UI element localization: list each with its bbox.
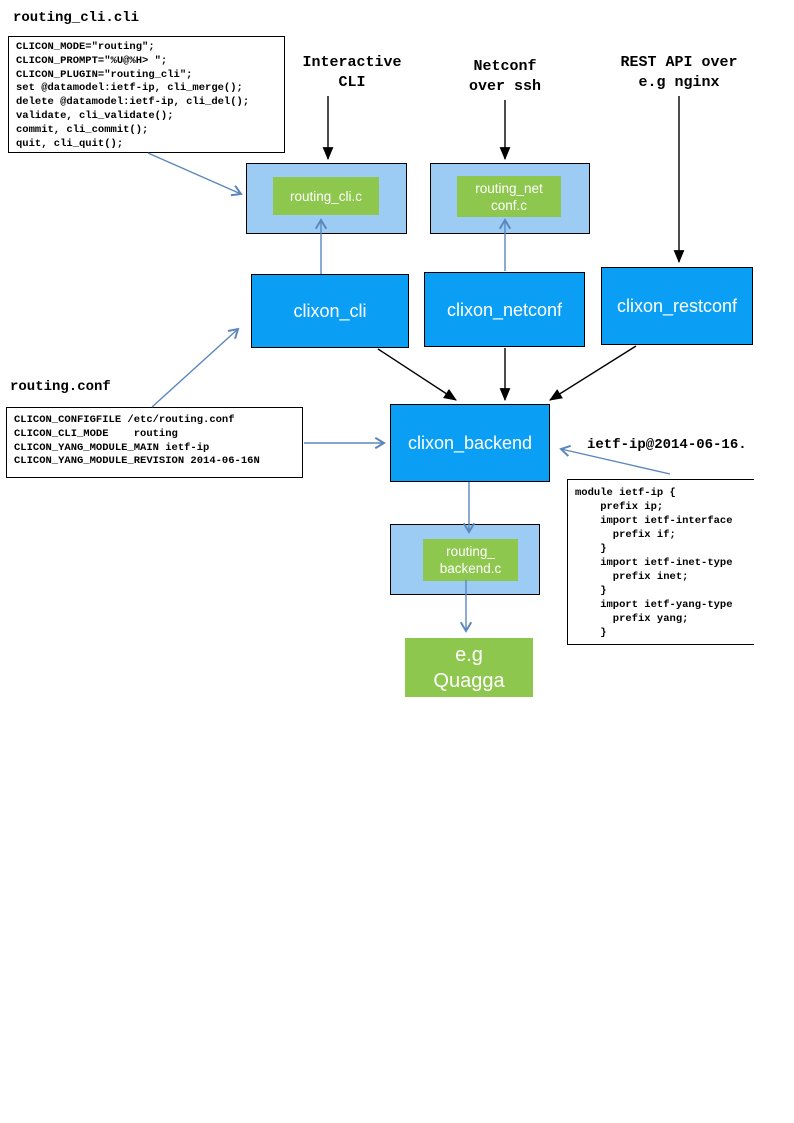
node-routing-netconf-c: routing_net conf.c <box>457 176 561 217</box>
plugin-container-backend: routing_ backend.c <box>390 524 540 595</box>
node-clixon-netconf: clixon_netconf <box>424 272 585 347</box>
plugin-container-cli: routing_cli.c <box>246 163 407 234</box>
node-routing-cli-c: routing_cli.c <box>273 177 379 215</box>
code-box-ietf-ip-yang: module ietf-ip { prefix ip; import ietf-… <box>567 479 754 645</box>
label-interactive-cli: Interactive CLI <box>302 54 402 91</box>
code-box-routing-cli-cli: CLICON_MODE="routing"; CLICON_PROMPT="%U… <box>8 36 285 153</box>
file-title-ietf-ip-yang: ietf-ip@2014-06-16. <box>587 437 747 453</box>
node-clixon-backend: clixon_backend <box>390 404 550 482</box>
arrow-clixon-restconf-to-backend <box>549 345 637 401</box>
plugin-container-netconf: routing_net conf.c <box>430 163 590 234</box>
node-routing-backend-c: routing_ backend.c <box>423 539 518 581</box>
node-clixon-cli: clixon_cli <box>251 274 409 348</box>
label-rest-api-over-nginx: REST API over e.g nginx <box>620 54 738 91</box>
node-eg-quagga: e.g Quagga <box>405 638 533 697</box>
file-title-routing-cli-cli: routing_cli.cli <box>13 10 140 26</box>
file-title-routing-conf: routing.conf <box>10 379 111 395</box>
arrow-cli-file-to-routing-cli-c <box>147 152 243 197</box>
label-netconf-over-ssh: Netconf over ssh <box>468 58 541 95</box>
node-clixon-restconf: clixon_restconf <box>601 267 753 345</box>
arrow-conf-file-to-clixon-cli <box>151 327 240 408</box>
code-box-routing-conf: CLICON_CONFIGFILE /etc/routing.conf CLIC… <box>6 407 303 478</box>
arrow-clixon-cli-to-backend <box>377 348 457 401</box>
